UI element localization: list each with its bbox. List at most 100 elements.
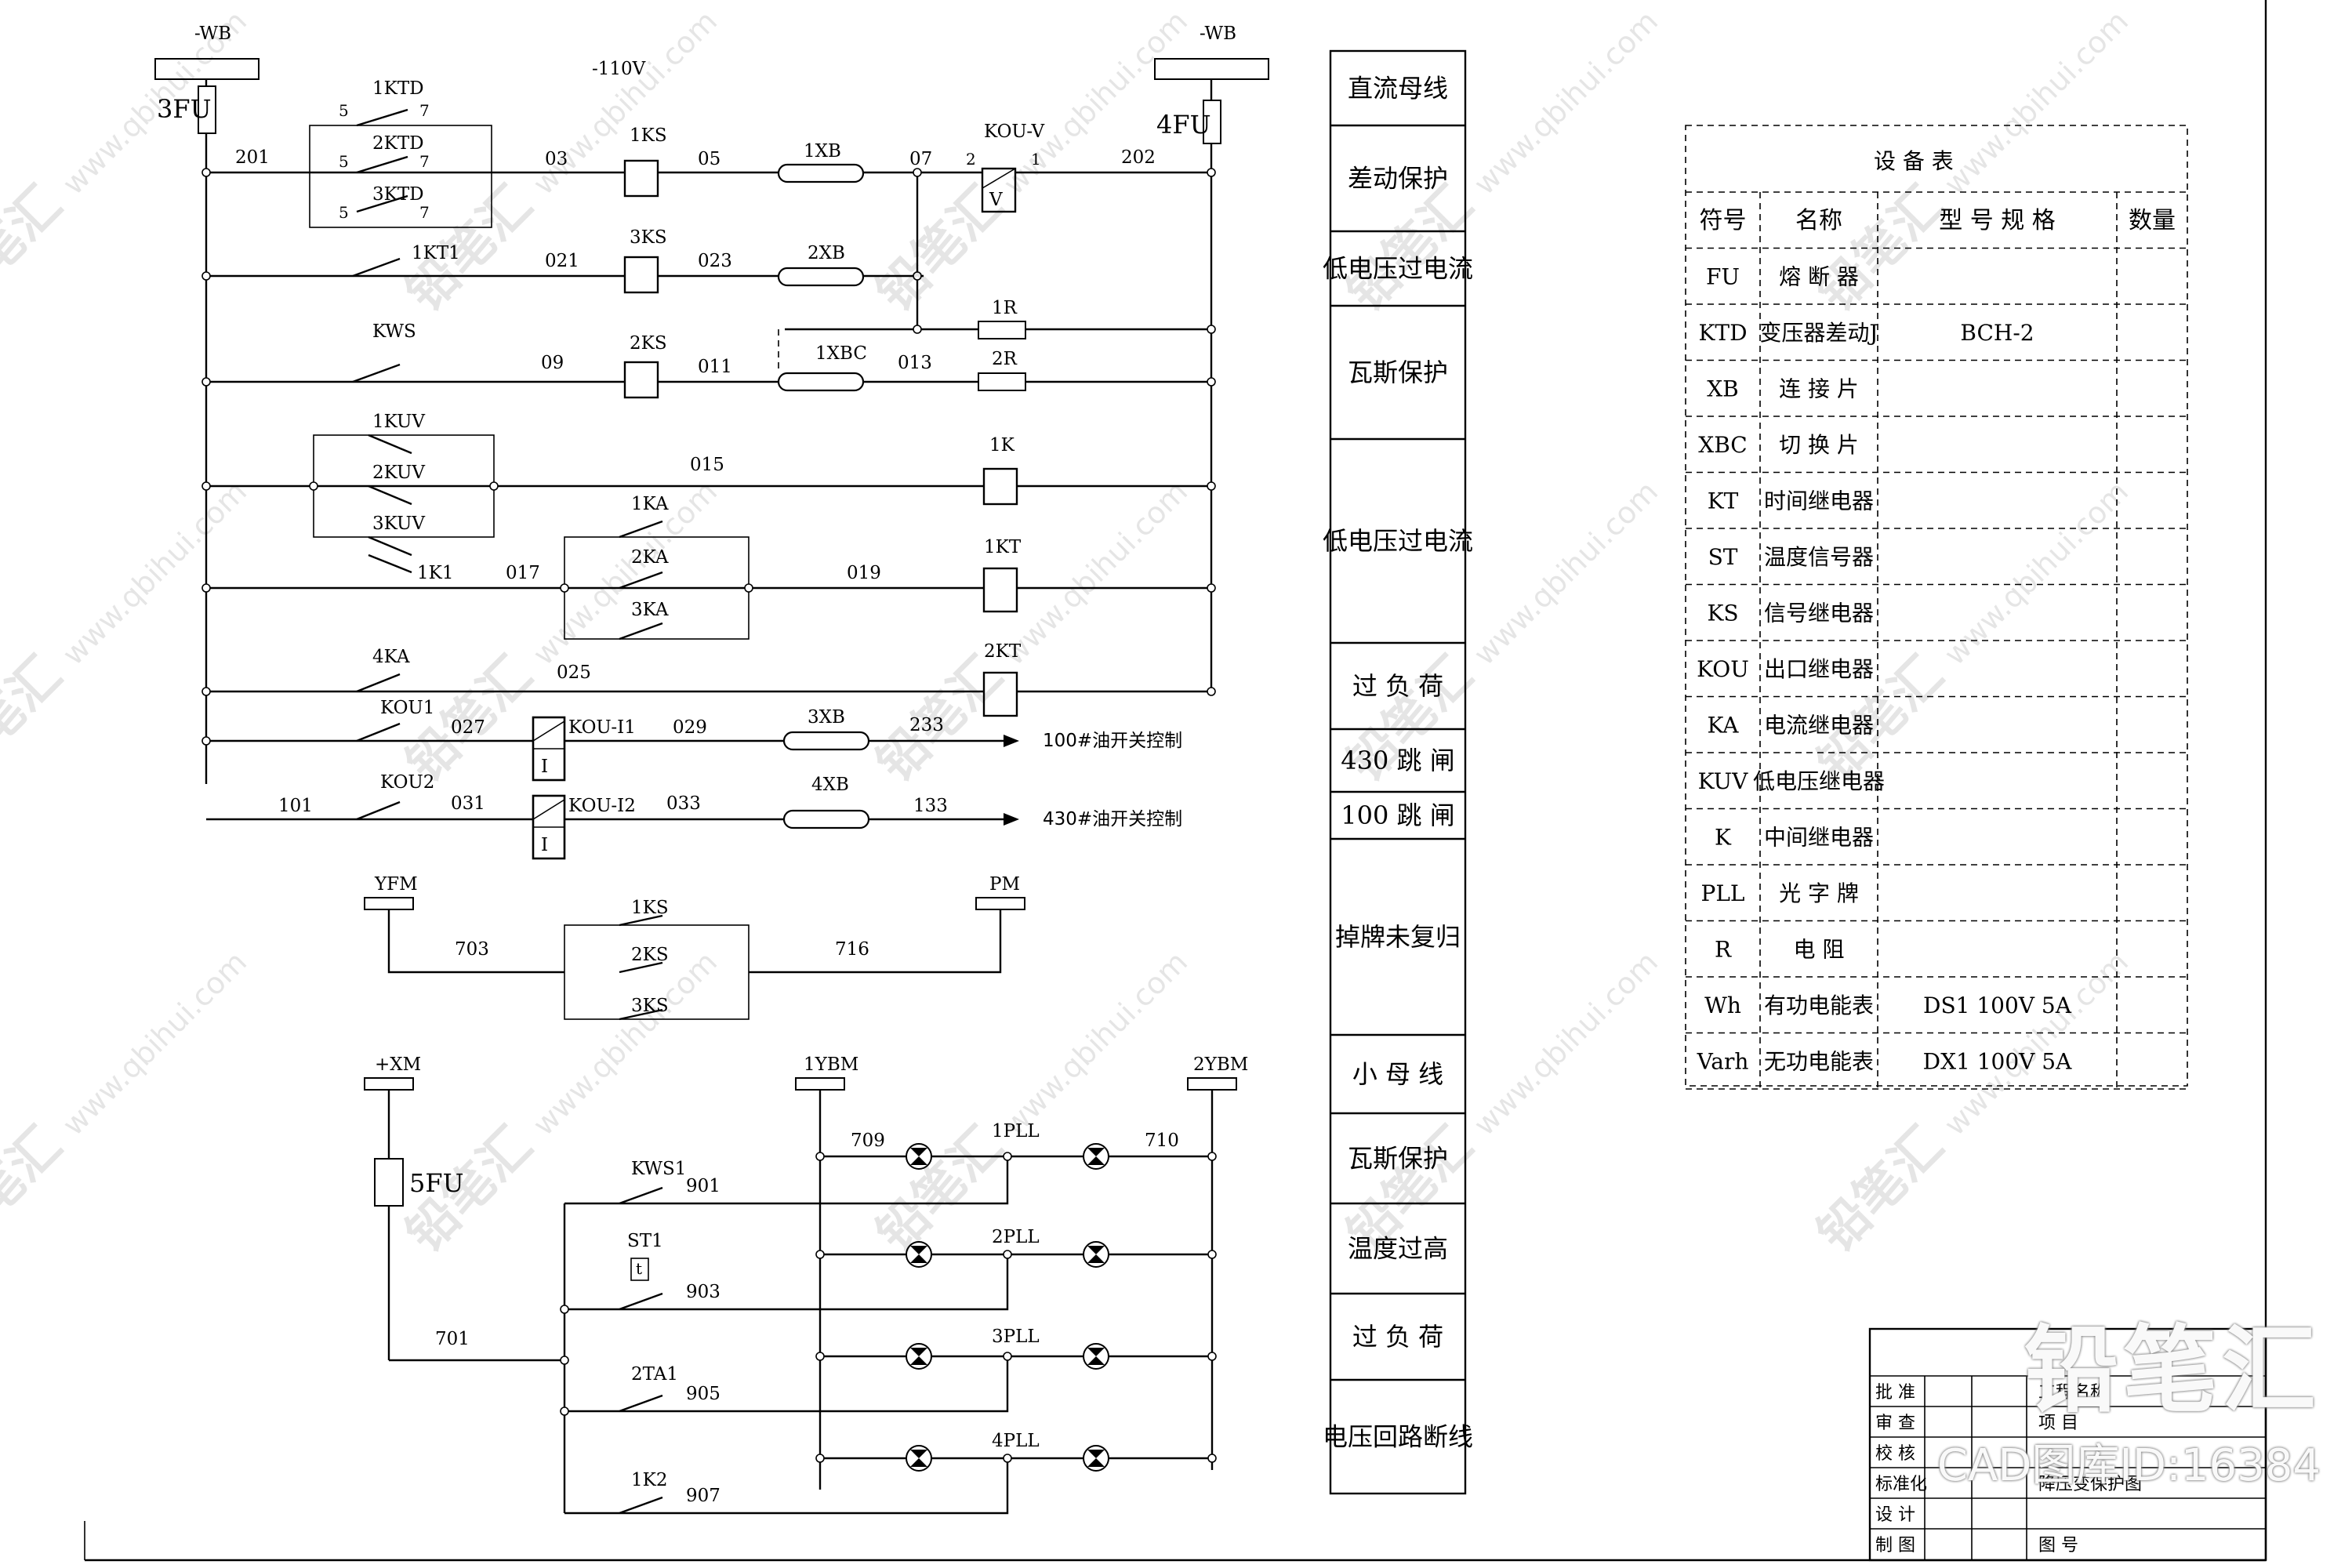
fuse-4fu-label: 4FU: [1156, 110, 1211, 140]
wire-025: 025: [557, 662, 591, 683]
kt1-contact: [352, 257, 401, 278]
table-cell: 信号继电器: [1764, 600, 1874, 626]
kouv-v: V: [989, 190, 1003, 210]
wire-903: 903: [686, 1282, 720, 1302]
table-cell: FU: [1706, 263, 1740, 289]
kuv3-contact: [368, 535, 412, 557]
ktd3-label: 3KTD: [372, 184, 424, 205]
ktd3-contact: [356, 194, 408, 213]
wire-133: 133: [913, 796, 948, 816]
kt-label: 1KT: [984, 537, 1022, 557]
ybm1-label: 1YBM: [804, 1054, 858, 1075]
ka4-contact: [356, 673, 401, 693]
wire-03: 03: [545, 149, 568, 169]
ktd2-contact: [356, 155, 408, 174]
junction: [1207, 481, 1216, 491]
ktd-box: [309, 125, 492, 228]
kou2-contact: [356, 800, 401, 821]
table-border: [1685, 125, 2188, 1087]
pin-7b: 7: [419, 152, 430, 171]
table-cell: XB: [1707, 376, 1739, 401]
r2-label: 2R: [992, 349, 1018, 369]
junction: [913, 325, 922, 334]
strip-label: 430 跳 闸: [1341, 746, 1454, 775]
tb-row-label: 校 核: [1875, 1444, 1915, 1464]
junction: [1207, 687, 1216, 696]
ka4-label: 4KA: [372, 647, 410, 667]
ks2-coil: [623, 361, 659, 399]
pll-row-4: 4PLL: [820, 1431, 1212, 1472]
st1-label: ST1: [627, 1231, 663, 1251]
tb-right-label: 工程名称: [2038, 1383, 2107, 1403]
wire-019: 019: [847, 563, 881, 583]
k-label: 1K: [989, 435, 1015, 456]
junction: [1207, 583, 1216, 593]
wire-023: 023: [698, 251, 732, 271]
kws-label: KWS: [372, 321, 416, 342]
ka2-contact: [619, 571, 663, 590]
xb1: [777, 163, 865, 183]
table-title: 设 备 表: [1874, 148, 1954, 174]
xb2: [777, 267, 865, 287]
wire-05: 05: [698, 149, 720, 169]
kt1-label: 1KT1: [412, 243, 460, 263]
xb3-label: 3XB: [808, 707, 845, 728]
xb1-label: 1XB: [804, 141, 841, 162]
junction: [815, 1152, 825, 1161]
kws1-label: KWS1: [631, 1159, 686, 1179]
table-cell: 切 换 片: [1779, 432, 1859, 458]
wire-703: 703: [455, 939, 489, 960]
strip-label: 直流母线: [1348, 74, 1448, 103]
yfm-bus: [364, 897, 414, 910]
kt2-coil: [982, 671, 1018, 717]
pll3-lamp-b-mark: [1087, 1348, 1105, 1365]
wire-201: 201: [235, 147, 270, 168]
junction: [913, 271, 922, 281]
strip-label: 过 负 荷: [1352, 1322, 1443, 1352]
ka3-label: 3KA: [631, 600, 669, 620]
strip-label: 温度过高: [1348, 1234, 1448, 1264]
table-cell: 变压器差动J: [1759, 320, 1878, 346]
ybm2-label: 2YBM: [1193, 1054, 1248, 1075]
strip-label: 电压回路断线: [1323, 1422, 1473, 1452]
kws1-contact: [619, 1186, 663, 1205]
junction: [560, 1406, 569, 1416]
k2-label: 1K2: [631, 1470, 667, 1490]
ka1-contact: [619, 520, 663, 539]
wire-901: 901: [686, 1176, 720, 1196]
k2-contact: [619, 1496, 663, 1515]
flag-ks3-label: 3KS: [631, 996, 669, 1016]
k1-label: 1K1: [417, 563, 453, 583]
xbc1: [777, 372, 865, 392]
tb-row-label: 标准化: [1875, 1475, 1927, 1494]
r1-label: 1R: [992, 298, 1018, 318]
table-cell: 光 字 牌: [1779, 880, 1859, 906]
xm-label: +XM: [375, 1054, 421, 1075]
pll2-lamp-a-mark: [910, 1246, 927, 1263]
junction: [1207, 1250, 1217, 1259]
yfm-label: YFM: [374, 874, 418, 895]
pm-bus: [975, 897, 1025, 910]
junction: [201, 687, 211, 696]
fuse-3fu-label: 3FU: [157, 94, 212, 124]
strip-dividers: [1330, 124, 1465, 1381]
ktd1-contact: [356, 108, 408, 127]
pin-5a: 5: [339, 101, 349, 120]
strip-label: 小 母 线: [1352, 1059, 1443, 1089]
pll1-lamp-b-mark: [1087, 1148, 1105, 1165]
xb4: [782, 809, 870, 829]
pll3-lamp-a-mark: [910, 1348, 927, 1365]
flag-ks2-label: 2KS: [631, 945, 669, 965]
strip-label: 瓦斯保护: [1348, 1144, 1448, 1174]
pm-label: PM: [989, 874, 1020, 895]
wire-011: 011: [698, 357, 732, 377]
table-cell: Varh: [1697, 1048, 1749, 1074]
flag-signal-circuit: YFM PM 1KS 2KS 3KS 703 716: [364, 874, 1025, 1021]
ka3-contact: [619, 622, 663, 641]
pll4-lamp-b-mark: [1087, 1450, 1105, 1467]
